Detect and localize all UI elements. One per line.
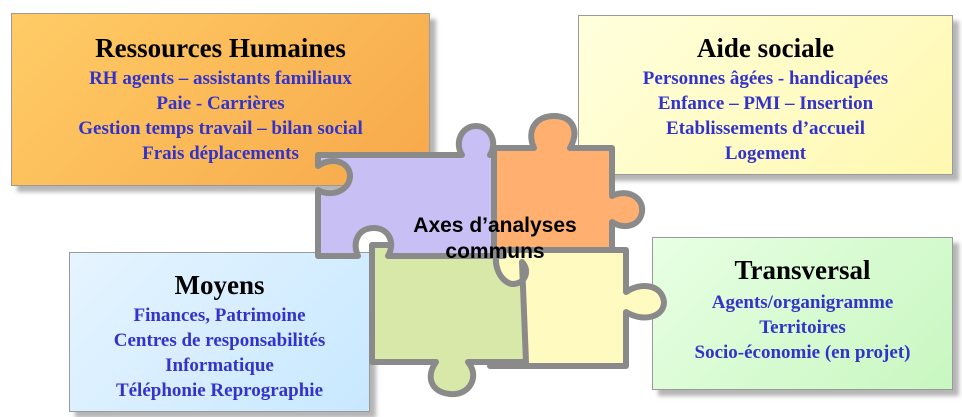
center-label-line2: communs (445, 240, 545, 263)
box-item: Enfance – PMI – Insertion (657, 93, 874, 115)
box-item: RH agents – assistants familiaux (89, 68, 352, 90)
box-item: Personnes âgées - handicapées (642, 68, 889, 90)
box-item: Paie - Carrières (156, 93, 285, 115)
box-item: Territoires (759, 317, 846, 339)
box-title: Transversal (734, 255, 871, 285)
box-moyens: Moyens Finances, Patrimoine Centres de r… (69, 252, 370, 412)
box-item: Gestion temps travail – bilan social (78, 118, 363, 140)
box-item: Centres de responsabilités (113, 330, 326, 352)
box-title: Ressources Humaines (95, 33, 346, 63)
box-item: Frais déplacements (142, 143, 299, 165)
box-item: Agents/organigramme (711, 292, 894, 314)
puzzle-piece-green (369, 242, 530, 398)
box-transversal: Transversal Agents/organigramme Territoi… (652, 237, 953, 390)
box-item: Finances, Patrimoine (133, 305, 306, 327)
box-title: Moyens (174, 270, 265, 300)
box-item: Etablissements d’accueil (666, 118, 865, 140)
box-ressources-humaines: Ressources Humaines RH agents – assistan… (11, 13, 430, 186)
center-label: Axes d’analyses communs (385, 213, 605, 265)
box-item: Téléphonie Reprographie (115, 380, 324, 402)
box-item: Socio-économie (en projet) (694, 342, 911, 364)
puzzle-piece-orange (491, 113, 646, 253)
box-item: Informatique (165, 355, 274, 377)
center-label-line1: Axes d’analyses (413, 214, 577, 237)
box-item: Logement (724, 143, 807, 165)
puzzle-piece-purple (315, 123, 538, 259)
box-title: Aide sociale (696, 33, 835, 63)
box-aide-sociale: Aide sociale Personnes âgées - handicapé… (578, 15, 953, 175)
